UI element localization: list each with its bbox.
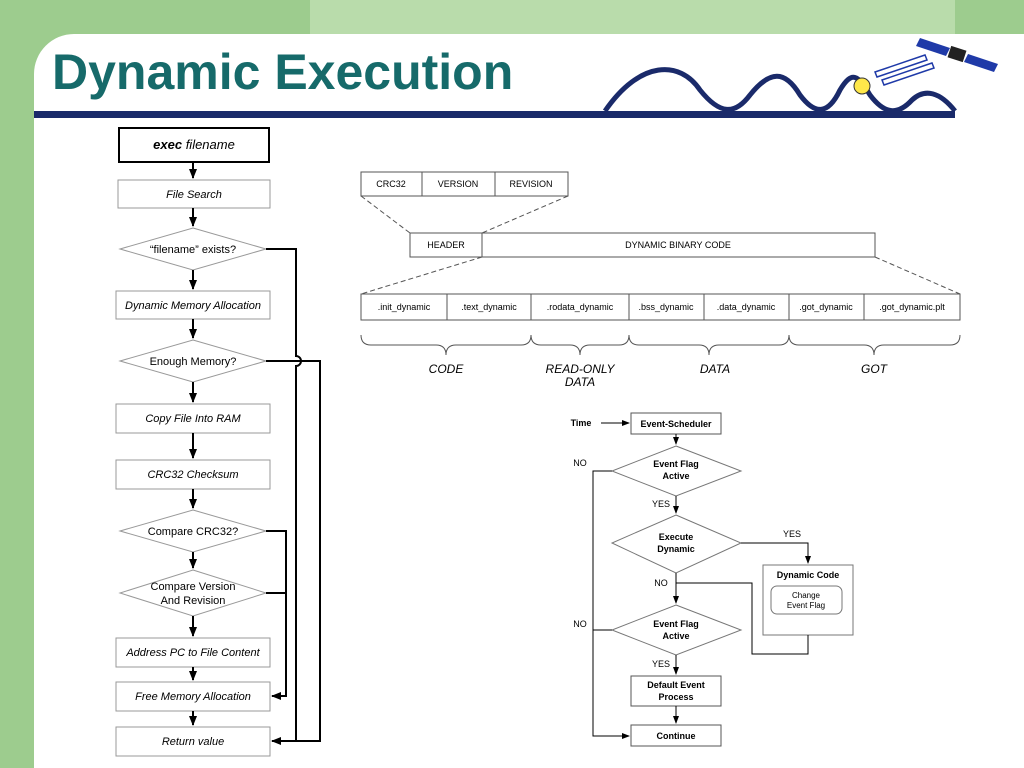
section-text-label: .text_dynamic bbox=[461, 302, 517, 312]
crc-checksum-label: CRC32 Checksum bbox=[147, 469, 238, 481]
event-flag-2-label-b: Active bbox=[662, 631, 689, 641]
event-scheduler-label: Event-Scheduler bbox=[640, 419, 712, 429]
free-memory-box bbox=[115, 681, 271, 712]
header-decoration bbox=[34, 38, 998, 118]
dynamic-binary-code-label: DYNAMIC BINARY CODE bbox=[625, 240, 731, 250]
enough-memory-label: Enough Memory? bbox=[150, 356, 237, 368]
no-label-3: NO bbox=[573, 619, 587, 629]
execute-dynamic-label-a: Execute bbox=[659, 532, 694, 542]
return-value-label: Return value bbox=[162, 736, 224, 748]
section-bss-label: .bss_dynamic bbox=[638, 302, 694, 312]
change-event-flag-label-a: Change bbox=[792, 591, 821, 600]
exec-keyword: exec bbox=[153, 137, 183, 152]
event-flag-1-label-a: Event Flag bbox=[653, 459, 699, 469]
compare-version-label-1: Compare Version bbox=[151, 581, 236, 593]
failure-paths bbox=[266, 248, 321, 745]
compare-crc-label: Compare CRC32? bbox=[148, 526, 238, 538]
left-flowchart-labels: exec filename File Search “filename” exi… bbox=[125, 137, 261, 748]
header-label: HEADER bbox=[427, 240, 465, 250]
section-got-plt bbox=[863, 293, 961, 321]
section-init-label: .init_dynamic bbox=[378, 302, 431, 312]
file-search-label: File Search bbox=[166, 189, 222, 201]
exec-filename: filename bbox=[182, 137, 235, 152]
background-left bbox=[0, 0, 34, 768]
default-event-label-b: Process bbox=[658, 692, 693, 702]
satellite-icon bbox=[916, 38, 998, 72]
sun-icon bbox=[853, 77, 871, 95]
section-data-label: .data_dynamic bbox=[717, 302, 776, 312]
group-readonly-label-1: READ-ONLY bbox=[546, 362, 616, 376]
revision-label: REVISION bbox=[509, 179, 552, 189]
filename-exists-label: “filename” exists? bbox=[150, 244, 236, 256]
version-label: VERSION bbox=[438, 179, 479, 189]
dynamic-code-label: Dynamic Code bbox=[777, 570, 840, 580]
brace-got bbox=[788, 334, 961, 356]
dynamic-binary-code-block bbox=[481, 232, 876, 258]
change-event-flag-box bbox=[770, 585, 843, 615]
wave-line bbox=[602, 67, 957, 114]
group-got-label: GOT bbox=[861, 362, 889, 376]
event-flag-1-label-b: Active bbox=[662, 471, 689, 481]
dyn-mem-alloc-label: Dynamic Memory Allocation bbox=[125, 300, 261, 312]
default-event-label-a: Default Event bbox=[647, 680, 705, 690]
group-code-label: CODE bbox=[429, 362, 465, 376]
signal-beam-icon bbox=[874, 54, 935, 86]
slide-title: Dynamic Execution bbox=[52, 44, 514, 100]
binary-layout-labels: CRC32 VERSION REVISION HEADER DYNAMIC BI… bbox=[376, 179, 945, 389]
file-search-box bbox=[117, 179, 271, 209]
title-rule bbox=[34, 111, 955, 118]
background-highlight bbox=[310, 0, 955, 34]
dyn-mem-alloc-box bbox=[115, 290, 271, 320]
event-flowchart-labels: Time Event-Scheduler Event Flag Active E… bbox=[571, 418, 840, 741]
yes-label-3: YES bbox=[652, 659, 670, 669]
free-memory-label: Free Memory Allocation bbox=[135, 691, 251, 703]
execute-dynamic-label-b: Dynamic bbox=[657, 544, 695, 554]
no-label-1: NO bbox=[573, 458, 587, 468]
copy-file-box bbox=[115, 403, 271, 434]
event-flag-diamond-2 bbox=[610, 604, 743, 656]
section-got-label: .got_dynamic bbox=[799, 302, 853, 312]
brace-code bbox=[360, 334, 532, 356]
yes-label-2: YES bbox=[783, 529, 801, 539]
yes-label-1: YES bbox=[652, 499, 670, 509]
brace-data bbox=[628, 334, 790, 356]
time-label: Time bbox=[571, 418, 592, 428]
left-flowchart bbox=[115, 127, 321, 757]
change-event-flag-label-b: Event Flag bbox=[787, 601, 825, 610]
event-flag-2-label-a: Event Flag bbox=[653, 619, 699, 629]
event-flowchart bbox=[592, 412, 854, 747]
compare-version-diamond bbox=[118, 569, 268, 617]
section-got-plt-label: .got_dynamic.plt bbox=[879, 302, 945, 312]
revision-field bbox=[494, 171, 569, 197]
continue-box bbox=[630, 724, 722, 747]
exec-box bbox=[118, 127, 270, 163]
copy-file-label: Copy File Into RAM bbox=[145, 413, 241, 425]
binary-layout bbox=[360, 171, 961, 356]
continue-label: Continue bbox=[657, 731, 696, 741]
section-rodata-label: .rodata_dynamic bbox=[547, 302, 614, 312]
exec-label: exec filename bbox=[153, 137, 235, 152]
group-readonly-label-2: DATA bbox=[565, 375, 595, 389]
no-label-2: NO bbox=[654, 578, 668, 588]
address-pc-label: Address PC to File Content bbox=[125, 647, 260, 659]
compare-version-label-2: And Revision bbox=[161, 595, 226, 607]
default-event-box bbox=[630, 675, 722, 707]
crc32-label: CRC32 bbox=[376, 179, 406, 189]
brace-readonly bbox=[530, 334, 630, 356]
group-data-label: DATA bbox=[700, 362, 730, 376]
return-value-box bbox=[115, 726, 271, 757]
